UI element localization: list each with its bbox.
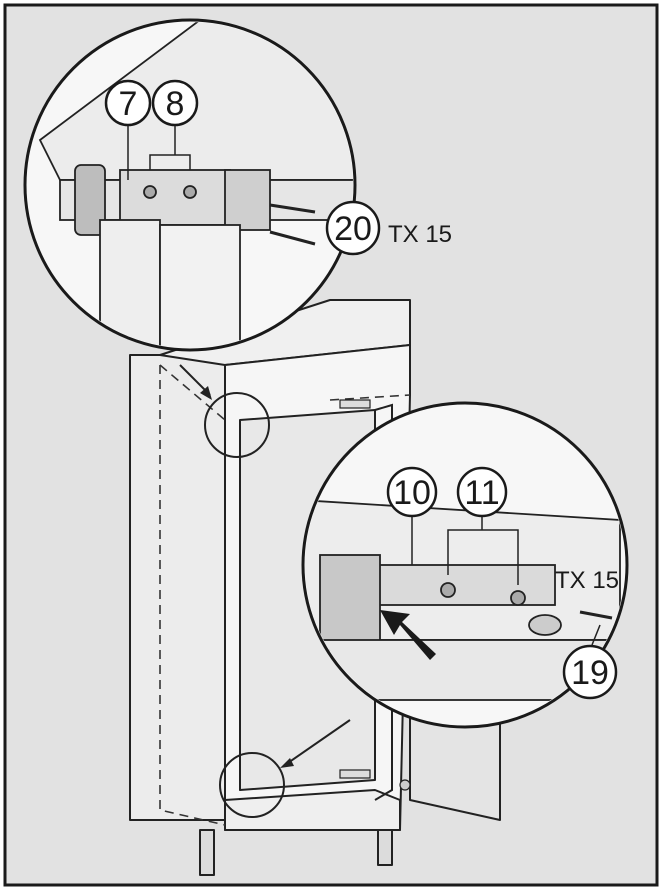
callout-19-text: 19 — [571, 654, 609, 692]
inset-lower — [301, 401, 629, 729]
upper-handle — [74, 164, 106, 236]
upper-screw-shaft-2 — [269, 230, 316, 246]
cabinet-top — [159, 299, 411, 366]
upper-mounting-plate — [119, 169, 231, 226]
lower-cam — [528, 614, 562, 636]
upper-screw-a — [143, 185, 157, 199]
upper-bracket — [224, 169, 271, 231]
leader-19 — [591, 624, 601, 646]
cabinet-leg-left — [199, 829, 215, 876]
upper-cabinet-top — [38, 22, 353, 181]
cabinet-left-side — [129, 354, 226, 821]
callout-7-text: 7 — [119, 85, 138, 123]
lower-screw-a — [440, 582, 456, 598]
upper-appliance — [159, 224, 241, 348]
callout-19: 19 — [562, 644, 618, 700]
niche-dashed-right — [329, 394, 411, 401]
arrow-lower-head — [280, 758, 294, 768]
callout-8-text: 8 — [166, 85, 185, 123]
arrow-upper-head — [200, 386, 212, 400]
arrow-lower-line — [284, 719, 351, 766]
callout-20-text: 20 — [334, 210, 372, 248]
leader-8 — [149, 154, 191, 170]
hinge-mark-top — [339, 399, 371, 409]
lower-screw-shaft — [579, 610, 613, 620]
upper-screw-shaft-1 — [269, 203, 316, 214]
marker-circle-bottom — [219, 752, 285, 818]
lower-mounting-plate — [374, 564, 556, 606]
tx-label-upper: TX 15 — [388, 221, 452, 248]
callout-10-text: 10 — [393, 474, 431, 512]
callout-20: 20 — [325, 200, 381, 256]
callout-10: 10 — [386, 466, 438, 518]
tx-label-lower: TX 15 — [555, 567, 619, 594]
marker-circle-top — [204, 392, 270, 458]
leader-11 — [447, 529, 519, 585]
hinge-mark-bottom — [339, 769, 371, 779]
lower-screw-b — [510, 590, 526, 606]
upper-side-panel — [99, 219, 161, 348]
hinge-screw-bottom — [399, 779, 411, 791]
callout-11: 11 — [456, 466, 508, 518]
push-arrow — [380, 610, 436, 660]
callout-8: 8 — [151, 79, 199, 127]
callout-7: 7 — [104, 79, 152, 127]
callout-11-text: 11 — [464, 474, 499, 512]
lower-hinge — [319, 554, 381, 651]
upper-screw-b — [183, 185, 197, 199]
